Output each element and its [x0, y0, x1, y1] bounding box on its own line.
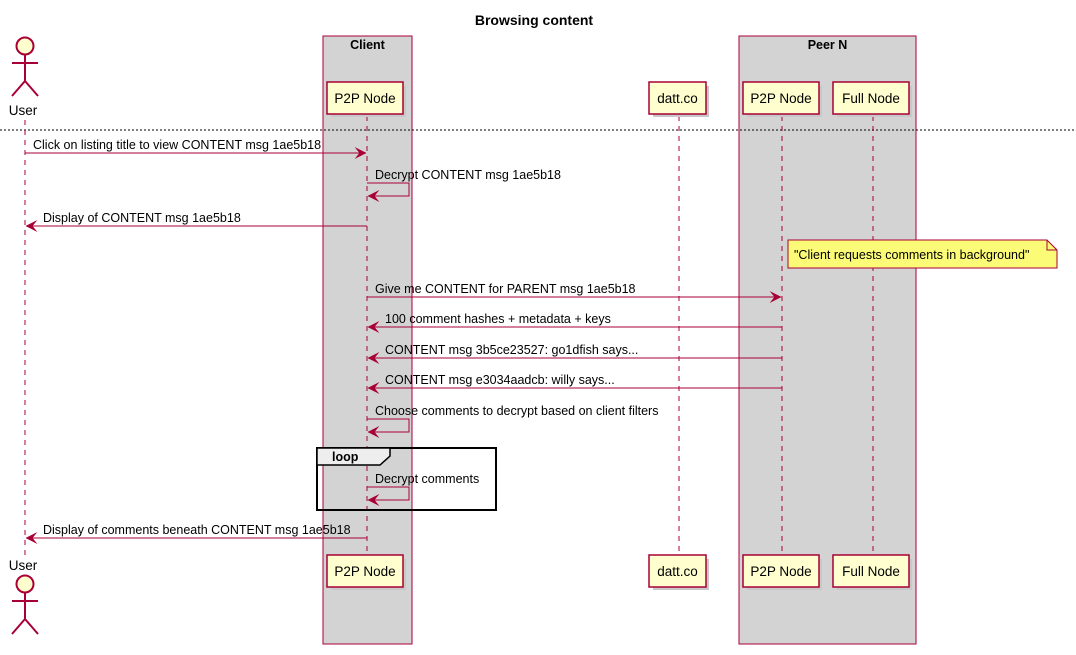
message-2: Decrypt CONTENT msg 1ae5b18	[367, 168, 561, 202]
dattco-label-bottom: datt.co	[657, 564, 698, 579]
full-node-label-top: Full Node	[842, 91, 900, 106]
p2p-peer-label-bottom: P2P Node	[750, 564, 811, 579]
full-node-label-bottom: Full Node	[842, 564, 900, 579]
message-9-label: Decrypt comments	[375, 472, 479, 486]
note: "Client requests comments in background"	[787, 239, 1058, 269]
p2p-client-top: P2P Node	[326, 81, 406, 117]
message-3-label: Display of CONTENT msg 1ae5b18	[43, 211, 241, 225]
message-7-label: CONTENT msg e3034aadcb: willy says...	[385, 373, 615, 387]
user-label-bottom: User	[9, 558, 38, 573]
message-6-label: CONTENT msg 3b5ce23527: go1dfish says...	[385, 343, 638, 357]
p2p-client-bottom: P2P Node	[326, 554, 406, 590]
message-1: Click on listing title to view CONTENT m…	[25, 138, 367, 159]
p2p-client-label-bottom: P2P Node	[334, 564, 395, 579]
note-text: "Client requests comments in background"	[794, 248, 1029, 262]
user-actor-icon	[11, 574, 39, 635]
user-actor-icon	[11, 36, 39, 97]
user-label-top: User	[9, 103, 38, 118]
loop-label: loop	[332, 450, 359, 464]
dattco-label-top: datt.co	[657, 91, 698, 106]
message-1-label: Click on listing title to view CONTENT m…	[33, 138, 321, 152]
message-6: CONTENT msg 3b5ce23527: go1dfish says...	[367, 343, 782, 364]
message-5-label: 100 comment hashes + metadata + keys	[385, 312, 611, 326]
message-10-label: Display of comments beneath CONTENT msg …	[43, 523, 351, 537]
message-4-label: Give me CONTENT for PARENT msg 1ae5b18	[375, 282, 636, 296]
peer-box: Peer N	[738, 35, 917, 645]
diagram-title: Browsing content	[475, 12, 594, 28]
message-10: Display of comments beneath CONTENT msg …	[25, 523, 367, 544]
full-node-top: Full Node	[832, 81, 912, 117]
p2p-peer-bottom: P2P Node	[742, 554, 822, 590]
loop-fragment: loop	[316, 447, 497, 511]
p2p-peer-top: P2P Node	[742, 81, 822, 117]
dattco-bottom: datt.co	[648, 554, 709, 590]
message-2-label: Decrypt CONTENT msg 1ae5b18	[375, 168, 561, 182]
message-8: Choose comments to decrypt based on clie…	[367, 404, 658, 438]
p2p-client-label-top: P2P Node	[334, 91, 395, 106]
user-actor-bottom: User	[9, 558, 39, 635]
message-3: Display of CONTENT msg 1ae5b18	[25, 211, 367, 232]
user-actor-top: User	[9, 36, 39, 118]
peer-box-label: Peer N	[808, 38, 848, 52]
message-4: Give me CONTENT for PARENT msg 1ae5b18	[367, 282, 782, 303]
message-5: 100 comment hashes + metadata + keys	[367, 312, 782, 333]
client-box-label: Client	[350, 38, 386, 52]
message-8-label: Choose comments to decrypt based on clie…	[375, 404, 658, 418]
message-9: Decrypt comments	[367, 472, 479, 506]
dattco-top: datt.co	[648, 81, 709, 117]
message-7: CONTENT msg e3034aadcb: willy says...	[367, 373, 782, 394]
full-node-bottom: Full Node	[832, 554, 912, 590]
p2p-peer-label-top: P2P Node	[750, 91, 811, 106]
